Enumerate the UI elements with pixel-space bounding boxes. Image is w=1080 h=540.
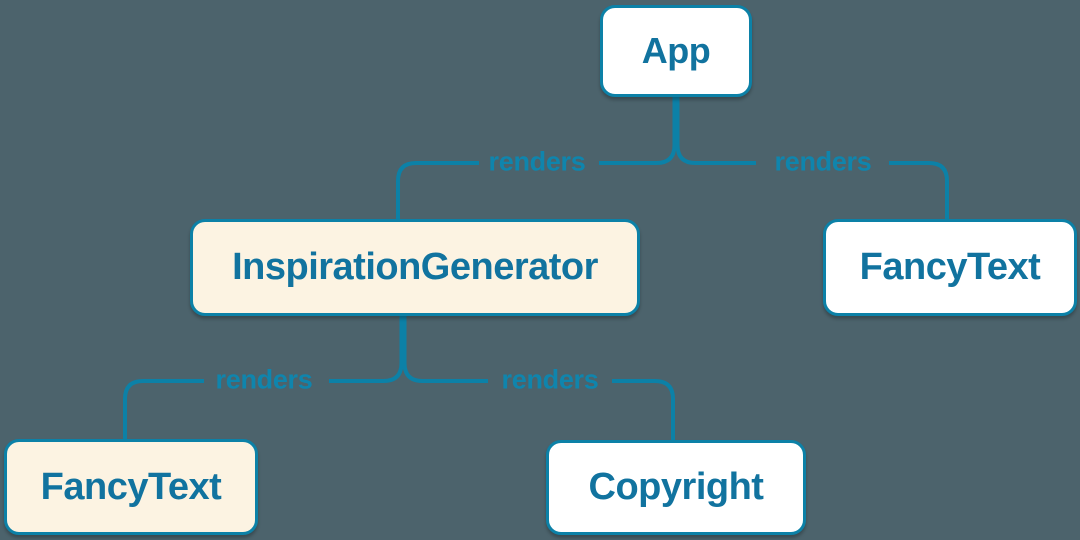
edge-label-app-inspirationgenerator: renders [488, 146, 586, 177]
node-app: App [600, 5, 752, 97]
node-app-label: App [641, 30, 711, 71]
connector-app-to-fancytext-lower [889, 161, 949, 219]
node-copyright: Copyright [546, 440, 806, 535]
node-copyright-label: Copyright [588, 466, 764, 508]
node-fancy-text-left: FancyText [4, 439, 258, 535]
node-inspiration-generator: InspirationGenerator [190, 219, 640, 316]
node-fancy-text-right-label: FancyText [859, 246, 1041, 288]
connector-inspirationgenerator-to-fancytext-lower [123, 379, 204, 439]
edge-label-app-fancytext: renders [774, 146, 872, 177]
connector-app-to-inspirationgenerator-upper [599, 97, 677, 165]
connector-app-to-fancytext-upper [675, 97, 756, 165]
edge-label-inspirationgenerator-fancytext: renders [215, 364, 313, 395]
node-fancy-text-right: FancyText [823, 219, 1077, 316]
connector-app-to-inspirationgenerator-lower [396, 161, 479, 219]
connector-inspirationgenerator-to-copyright-lower [612, 379, 675, 440]
connector-inspirationgenerator-to-copyright-upper [402, 316, 488, 383]
edge-label-inspirationgenerator-copyright: renders [501, 364, 599, 395]
node-fancy-text-left-label: FancyText [40, 465, 222, 508]
connector-inspirationgenerator-to-fancytext-upper [329, 316, 404, 383]
node-inspiration-generator-label: InspirationGenerator [232, 246, 598, 288]
